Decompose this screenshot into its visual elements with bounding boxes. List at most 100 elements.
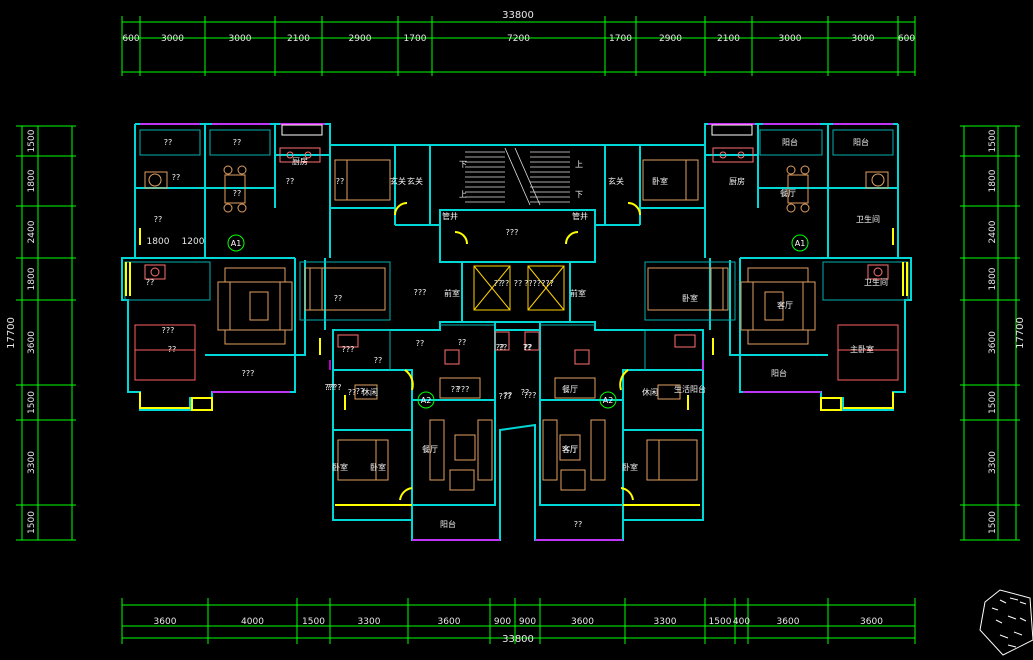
unit-tag-circle <box>791 234 809 252</box>
compass-logo-icon <box>979 589 1033 656</box>
room-label: 卧室 <box>652 176 668 186</box>
left-segment-dimension: 3600 <box>27 331 37 354</box>
room-label: 阳台 <box>440 519 456 529</box>
bottom-segment-dimension: 1500 <box>302 617 325 627</box>
room-label: ?? <box>499 343 508 352</box>
room-label: 卧室 <box>682 293 698 303</box>
inner-dimension: 1200 <box>182 237 205 247</box>
room-label: ?? <box>154 215 163 224</box>
top-segment-dimension: 600 <box>122 34 139 44</box>
building-walls <box>121 123 912 541</box>
right-segment-dimension: 1500 <box>988 511 998 534</box>
right-dimension-chain <box>960 125 1020 541</box>
room-label: ?? <box>514 279 523 288</box>
room-label: 卧室 <box>622 462 638 472</box>
room-label: ?? <box>233 138 242 147</box>
bottom-segment-dimension: 3300 <box>654 617 677 627</box>
left-segment-dimension: 2400 <box>27 220 37 243</box>
room-label: ?? <box>164 138 173 147</box>
room-label: ?? <box>494 279 503 288</box>
room-label: ?? <box>286 177 295 186</box>
room-label: ??? <box>162 326 175 335</box>
bottom-segment-dimension: 4000 <box>241 617 264 627</box>
bottom-segment-dimension: 400 <box>733 617 750 627</box>
room-label: ?? <box>574 520 583 529</box>
room-label: ??? <box>506 228 519 237</box>
room-label: 卧室 <box>332 462 348 472</box>
room-label: ??????? <box>524 279 554 288</box>
room-label: 玄关 <box>608 176 624 186</box>
room-label: 餐厅 <box>562 385 578 394</box>
left-segment-dimension: 1800 <box>27 169 37 192</box>
room-label: ?? <box>501 279 510 288</box>
room-label: 阳台 <box>782 137 798 147</box>
top-segment-dimension: 3000 <box>779 34 802 44</box>
room-label: 玄关 <box>407 176 423 186</box>
unit-tag-a2-right: A2 <box>603 396 614 405</box>
room-label: 餐厅 <box>422 445 438 454</box>
room-label: ??? <box>242 369 255 378</box>
top-segment-dimension: 3000 <box>161 34 184 44</box>
right-total-dimension: 17700 <box>1015 317 1026 349</box>
room-label: ?? <box>233 189 242 198</box>
room-label: ?? <box>356 387 365 396</box>
bottom-segment-dimension: 3600 <box>154 617 177 627</box>
room-label: 阳台 <box>771 368 787 378</box>
room-label: 厨房 <box>292 156 308 166</box>
top-total-dimension: 33800 <box>502 10 534 21</box>
right-segment-dimension: 1500 <box>988 129 998 152</box>
balcony-rails <box>140 123 893 541</box>
room-label: ?? <box>451 385 460 394</box>
room-label: 客厅 <box>777 300 793 310</box>
stair-label: 上 <box>459 190 467 199</box>
room-label: ?? <box>336 177 345 186</box>
left-segment-dimension: 1500 <box>27 129 37 152</box>
right-segment-dimension: 1800 <box>988 267 998 290</box>
room-labels: ????????????????????????????????????????… <box>146 137 888 529</box>
stair-label: 下 <box>575 190 583 199</box>
room-label: ?? <box>334 294 343 303</box>
room-label: 餐厅 <box>780 189 796 198</box>
room-label: ?? <box>524 343 533 352</box>
top-dimension-chain <box>121 16 916 76</box>
left-segment-dimension: 1500 <box>27 511 37 534</box>
bottom-total-dimension: 33800 <box>502 634 534 645</box>
stair-label: 下 <box>459 160 467 169</box>
fixtures <box>144 124 889 365</box>
stair-label: 上 <box>575 160 583 169</box>
stairwell <box>465 147 570 206</box>
room-label: 卧室 <box>370 462 386 472</box>
right-segment-dimension: 1800 <box>988 169 998 192</box>
room-label: 前室 <box>444 288 460 298</box>
bottom-segment-dimension: 3600 <box>860 617 883 627</box>
top-segment-dimension: 2900 <box>349 34 372 44</box>
top-segment-dimension: 2900 <box>659 34 682 44</box>
furniture <box>134 159 899 491</box>
room-label: ?? <box>146 278 155 287</box>
room-label: ?? <box>521 388 530 397</box>
top-segment-dimension: 3000 <box>229 34 252 44</box>
room-label: 前室 <box>570 288 586 298</box>
room-label: ??? <box>457 385 470 394</box>
room-label: ?? <box>416 339 425 348</box>
room-label: 休闲 <box>642 387 658 397</box>
bottom-segment-dimension: 900 <box>494 617 511 627</box>
unit-tag-a1-right: A1 <box>795 239 806 248</box>
room-label: 卫生间 <box>856 214 880 224</box>
room-label: ???? <box>325 383 342 392</box>
top-segment-dimension: 1700 <box>404 34 427 44</box>
unit-tag-circle <box>417 391 435 409</box>
bottom-segment-dimension: 3600 <box>777 617 800 627</box>
left-segment-dimension: 1500 <box>27 391 37 414</box>
room-label: ?? <box>327 383 336 392</box>
room-label: 生活阳台 <box>674 384 706 394</box>
room-label: 主卧室 <box>850 344 874 354</box>
room-label: ?? <box>374 356 383 365</box>
room-label: ??? <box>499 392 512 401</box>
unit-tag-circle <box>227 234 245 252</box>
room-label: ??? <box>414 288 427 297</box>
room-label: 卫生间 <box>864 277 888 287</box>
left-dimension-chain <box>16 125 76 541</box>
right-segment-dimension: 2400 <box>988 220 998 243</box>
